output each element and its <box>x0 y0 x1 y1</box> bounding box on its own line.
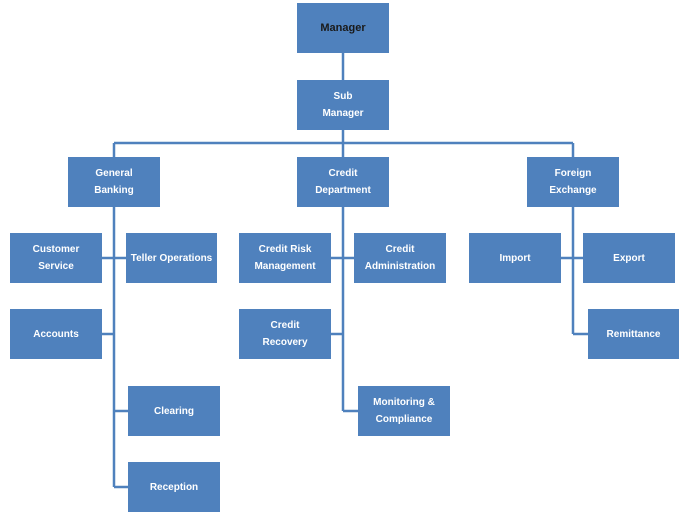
node-teller-operations: Teller Operations <box>126 233 217 283</box>
node-manager: Manager <box>297 3 389 53</box>
node-credit-recovery: Credit Recovery <box>239 309 331 359</box>
node-sub-manager: Sub Manager <box>297 80 389 130</box>
node-general-banking: General Banking <box>68 157 160 207</box>
node-credit-department: Credit Department <box>297 157 389 207</box>
node-credit-administration: Credit Administration <box>354 233 446 283</box>
node-accounts: Accounts <box>10 309 102 359</box>
node-credit-risk-management: Credit Risk Management <box>239 233 331 283</box>
node-export: Export <box>583 233 675 283</box>
node-remittance: Remittance <box>588 309 679 359</box>
node-import: Import <box>469 233 561 283</box>
node-foreign-exchange: Foreign Exchange <box>527 157 619 207</box>
node-monitoring-compliance: Monitoring & Compliance <box>358 386 450 436</box>
node-clearing: Clearing <box>128 386 220 436</box>
node-customer-service: Customer Service <box>10 233 102 283</box>
node-reception: Reception <box>128 462 220 512</box>
